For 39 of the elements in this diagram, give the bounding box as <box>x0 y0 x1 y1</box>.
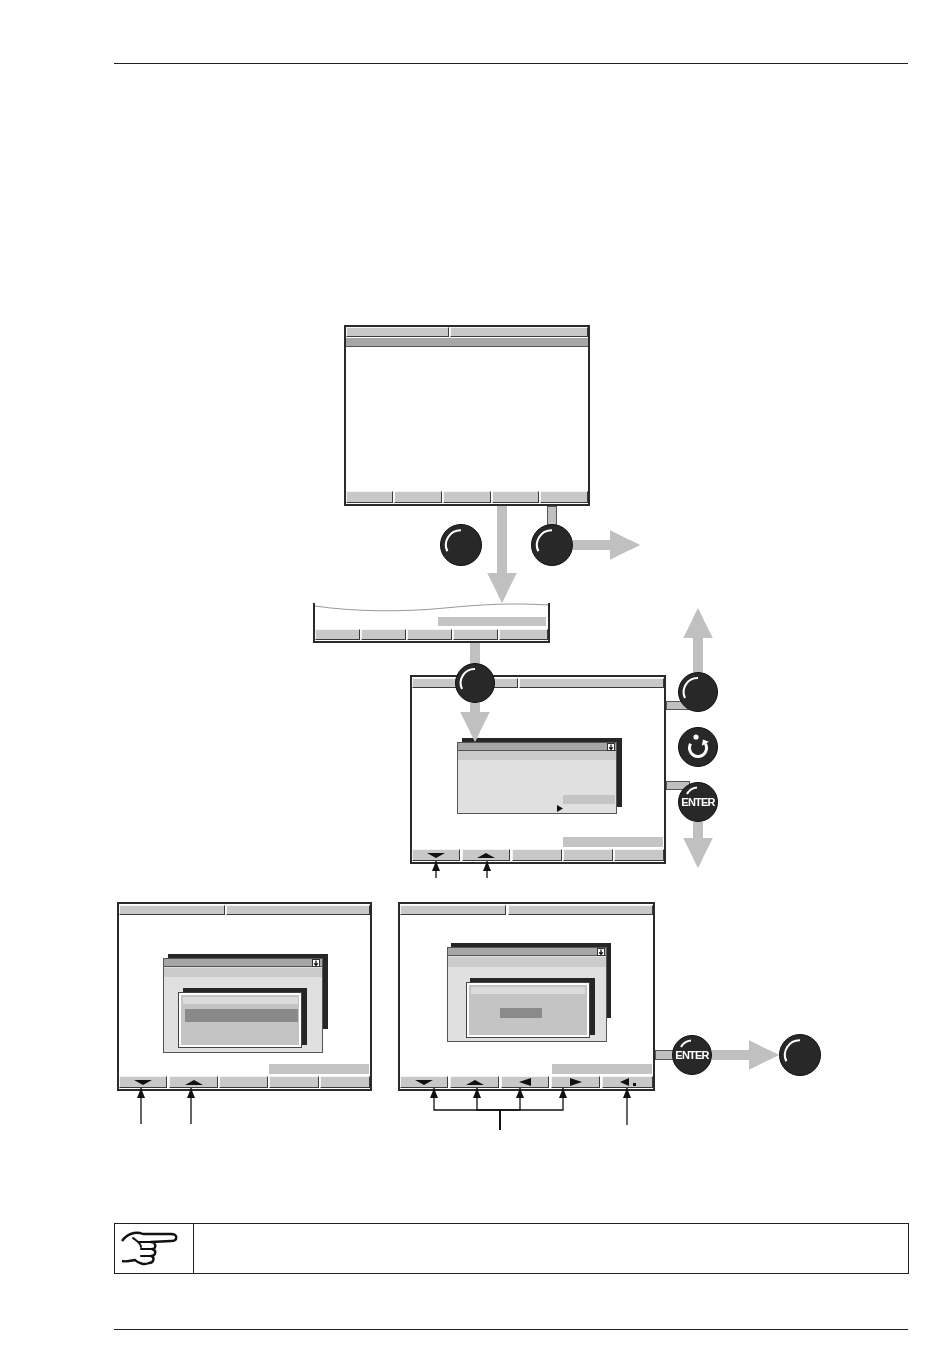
softkey <box>551 1076 600 1088</box>
dialog-window <box>466 982 590 1038</box>
block-arrow <box>573 530 640 560</box>
leader-arrow <box>483 860 491 879</box>
block-arrow <box>683 822 713 868</box>
display-screen <box>410 675 666 864</box>
rotary-knob <box>678 727 718 767</box>
softkey <box>169 1076 218 1088</box>
leader-arrow <box>623 1087 631 1126</box>
softkey <box>400 1076 448 1088</box>
leader-arrow <box>432 860 440 879</box>
knob-button <box>531 524 573 566</box>
leader-arrow <box>499 1087 567 1131</box>
block-arrow <box>712 1040 779 1070</box>
popup-window <box>163 958 323 1053</box>
connector-bar <box>470 643 480 663</box>
leader-arrow <box>187 1087 195 1125</box>
leader-arrow <box>137 1087 145 1125</box>
display-screen <box>398 902 655 1091</box>
enter-button: ENTER <box>672 1035 712 1075</box>
softkey <box>450 1076 499 1088</box>
softkey <box>119 1076 167 1088</box>
softkey <box>501 1076 549 1088</box>
knob-button <box>779 1034 821 1076</box>
knob-button <box>440 524 482 566</box>
display-screen <box>117 902 372 1091</box>
knob-button <box>455 663 495 703</box>
popup-window <box>447 947 607 1042</box>
softkey <box>462 849 510 861</box>
block-arrow <box>683 608 713 672</box>
display-screen <box>344 325 590 506</box>
block-arrow <box>487 506 517 603</box>
softkey <box>602 1076 653 1088</box>
softkey <box>412 849 460 861</box>
popup-window <box>457 742 617 814</box>
enter-button: ENTER <box>678 782 718 822</box>
knob-button <box>678 672 718 712</box>
display-screen-strip <box>313 603 550 643</box>
dialog-window <box>178 992 302 1048</box>
